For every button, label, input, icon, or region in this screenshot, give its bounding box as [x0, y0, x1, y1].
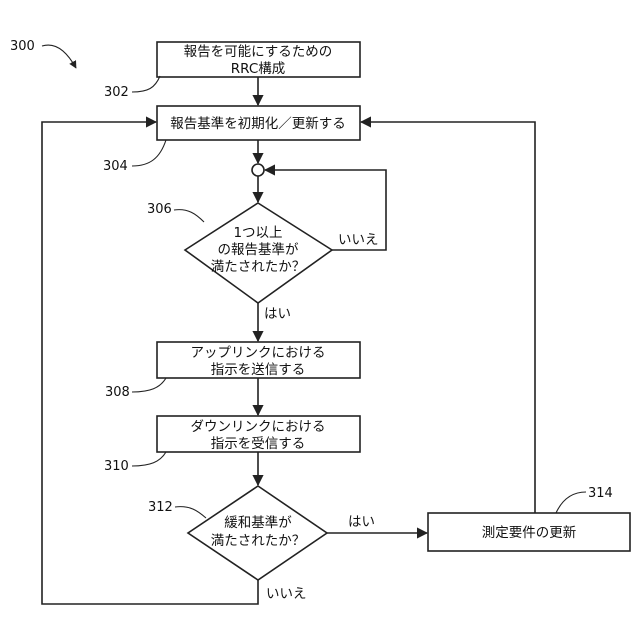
process-box-310: ダウンリンクにおける 指示を受信する	[157, 416, 360, 452]
process-box-304: 報告基準を初期化／更新する	[157, 106, 360, 140]
ref-310: 310	[104, 459, 129, 474]
box-310-line-1: ダウンリンクにおける	[191, 419, 326, 435]
decision-312-line-1: 緩和基準が	[224, 514, 292, 531]
label-306-no: いいえ	[338, 232, 379, 248]
decision-306-line-2: の報告基準が	[218, 241, 299, 258]
ref-314: 314	[588, 486, 613, 501]
box-308-line-2: 指示を送信する	[211, 362, 306, 378]
box-304-line-1: 報告基準を初期化／更新する	[170, 115, 346, 132]
ref-308: 308	[105, 385, 130, 400]
merge-junction	[252, 164, 264, 176]
box-308-line-1: アップリンクにおける	[191, 345, 326, 361]
ref-302-leader	[132, 76, 160, 92]
edge-314-304	[361, 122, 535, 513]
ref-314-leader	[556, 492, 586, 513]
ref-306-leader	[174, 210, 204, 222]
ref-312-leader	[175, 507, 206, 518]
ref-304: 304	[103, 159, 128, 174]
process-box-314: 測定要件の更新	[428, 513, 630, 551]
ref-310-leader	[132, 452, 166, 466]
ref-304-leader	[132, 140, 166, 166]
ref-306: 306	[147, 202, 172, 217]
ref-312: 312	[148, 500, 173, 515]
decision-306-line-3: 満たされたか？	[211, 259, 306, 275]
decision-312: 緩和基準が 満たされたか？	[188, 486, 327, 580]
box-310-line-2: 指示を受信する	[211, 436, 306, 452]
box-302-line-1: 報告を可能にするための	[184, 44, 333, 60]
label-312-no: いいえ	[266, 586, 307, 602]
decision-312-line-2: 満たされたか？	[211, 533, 306, 549]
box-314-line-1: 測定要件の更新	[482, 525, 577, 541]
ref-302: 302	[104, 85, 129, 100]
box-302-line-2: RRC構成	[231, 61, 286, 77]
decision-306: 1つ以上 の報告基準が 満たされたか？	[185, 203, 332, 303]
figure-number-arrow	[42, 45, 76, 68]
ref-308-leader	[132, 378, 166, 392]
figure-number: 300	[10, 39, 35, 54]
process-box-308: アップリンクにおける 指示を送信する	[157, 342, 360, 378]
label-312-yes: はい	[348, 514, 375, 530]
decision-306-line-1: 1つ以上	[233, 225, 282, 241]
label-306-yes: はい	[264, 306, 291, 322]
process-box-302: 報告を可能にするための RRC構成	[157, 42, 360, 77]
